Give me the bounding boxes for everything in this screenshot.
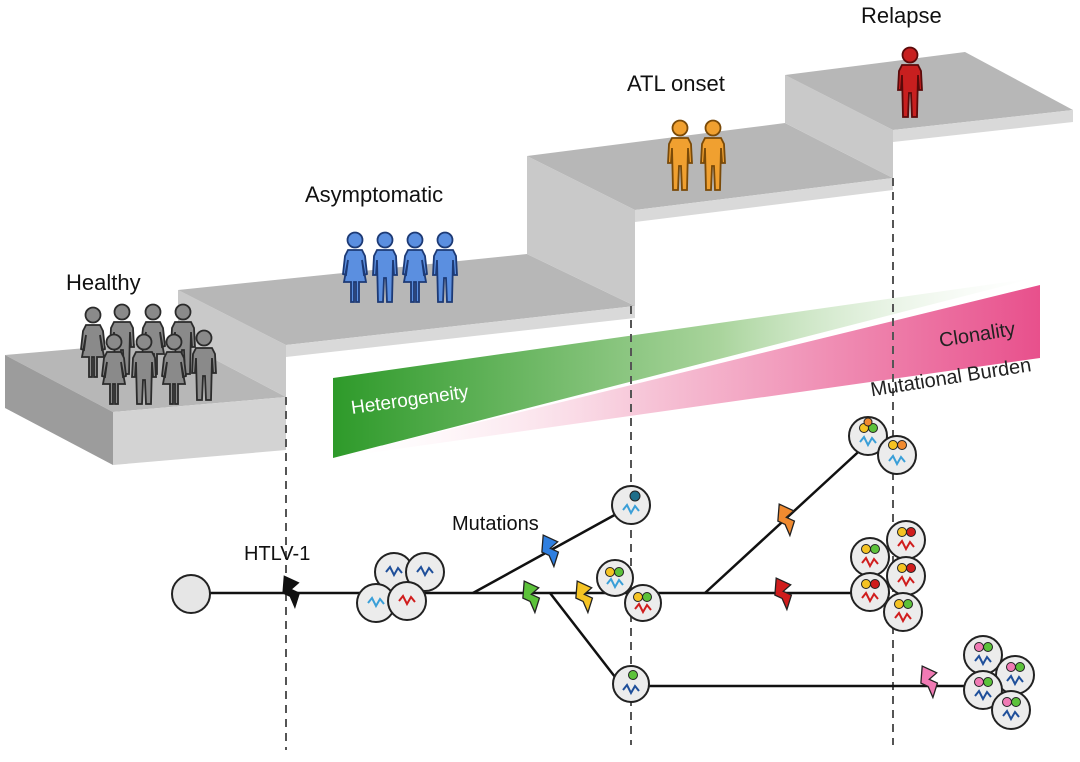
stage-label-asymptomatic: Asymptomatic bbox=[305, 182, 443, 207]
branch-cell-green bbox=[612, 665, 650, 703]
clonality-wedge bbox=[333, 285, 1040, 458]
uninfected-cell-icon bbox=[171, 574, 211, 614]
staircase bbox=[5, 52, 1073, 465]
relapse-clone-upper bbox=[848, 416, 917, 475]
mutations-label: Mutations bbox=[452, 513, 539, 535]
relapse-clone-pink bbox=[963, 635, 1035, 730]
branch-cell-blue bbox=[611, 485, 651, 525]
stage-label-relapse: Relapse bbox=[861, 3, 942, 28]
heterogeneity-wedge bbox=[333, 278, 1035, 458]
stage-label-healthy: Healthy bbox=[66, 270, 141, 295]
stage-label-atl-onset: ATL onset bbox=[627, 71, 725, 96]
atl-clone-cells bbox=[596, 559, 662, 622]
relapse-clone-red bbox=[850, 520, 926, 632]
infected-cell-cluster bbox=[356, 552, 445, 623]
htlv-label: HTLV-1 bbox=[244, 543, 310, 565]
